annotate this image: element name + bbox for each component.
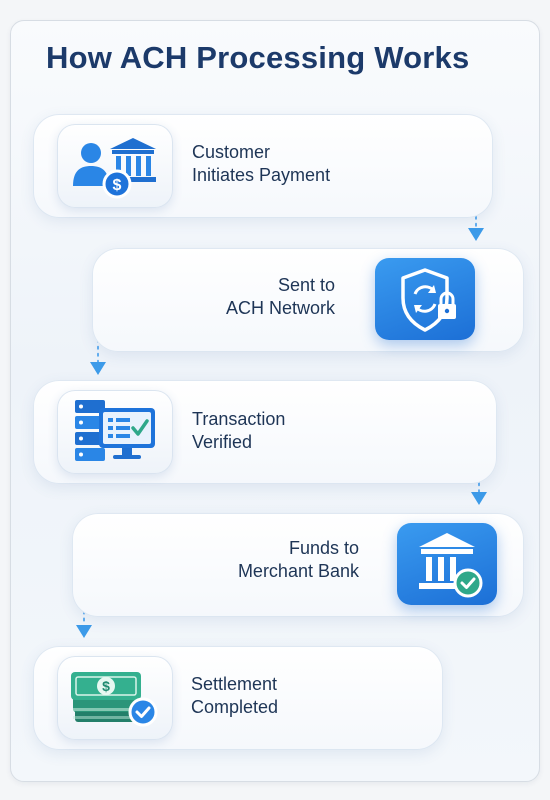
step-5-label: Settlement Completed (191, 674, 279, 717)
step-2-label: Sent to ACH Network (225, 275, 335, 318)
svg-text:$: $ (113, 177, 122, 194)
shield-sync-lock-icon (375, 258, 475, 340)
step-1-label: Customer Initiates Payment (192, 142, 331, 185)
cash-stack-check-icon: $ (57, 656, 173, 740)
step-4-label: Funds to Merchant Bank (237, 538, 359, 581)
server-monitor-check-icon (57, 390, 173, 474)
customer-bank-dollar-icon: $ (57, 124, 173, 208)
bank-check-icon (397, 523, 497, 605)
svg-text:$: $ (102, 678, 110, 694)
page-title: How ACH Processing Works (46, 40, 470, 75)
step-3-label: Transaction Verified (192, 409, 286, 452)
